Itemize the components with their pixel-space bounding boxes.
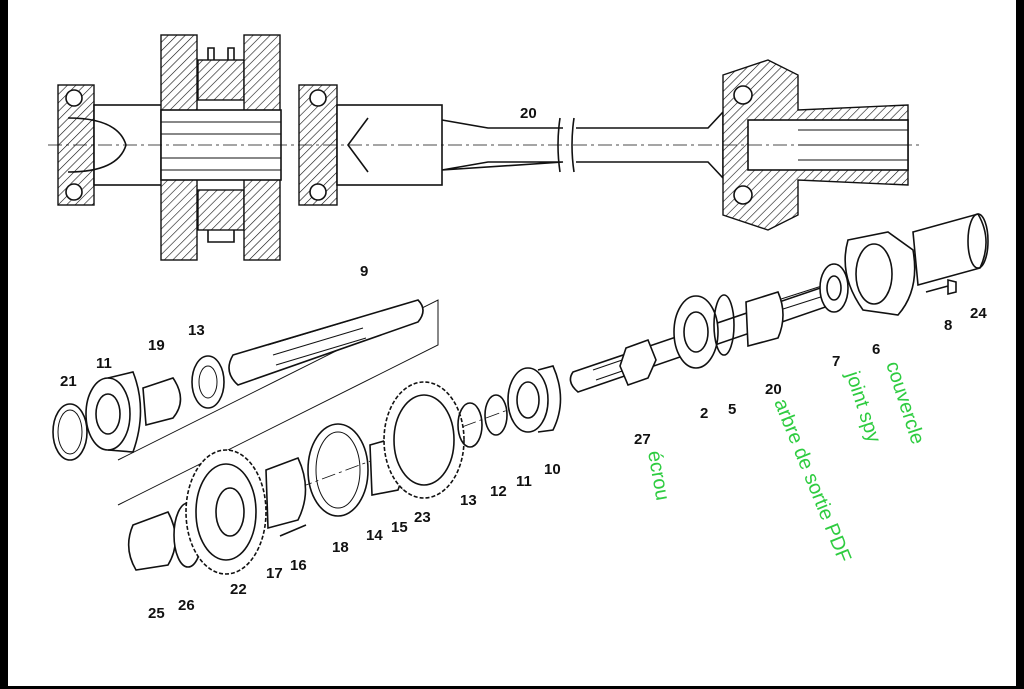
oil-seal-7 (819, 263, 849, 313)
exploded-shaft-diagram: 20 9 21 11 19 13 (48, 34, 989, 622)
cover-flange-6 (844, 231, 916, 316)
sleeve-19 (142, 377, 182, 427)
label-27: 27 (634, 431, 651, 448)
label-21: 21 (60, 373, 77, 390)
bolt-8 (925, 278, 957, 296)
label-19: 19 (148, 337, 165, 354)
label-22: 22 (230, 581, 247, 598)
washer-13-right (457, 402, 483, 448)
label-26: 26 (178, 597, 195, 614)
synchro-sleeve-16 (265, 456, 307, 530)
label-24: 24 (970, 305, 987, 322)
label-23: 23 (414, 509, 431, 526)
label-25: 25 (148, 605, 165, 622)
needle-cage-25 (127, 511, 177, 571)
splined-shaft-9 (228, 299, 424, 386)
input-shaft-group (52, 299, 439, 506)
ball-bearing-11-left (85, 377, 131, 451)
label-6: 6 (872, 341, 880, 358)
diagram-page: 20 9 21 11 19 13 (8, 0, 1016, 686)
label-2: 2 (700, 405, 708, 422)
bearing-race-10 (537, 365, 562, 433)
label-13-right: 13 (460, 492, 477, 509)
ring-18 (307, 423, 369, 517)
gear-22 (185, 449, 267, 575)
label-9: 9 (360, 263, 368, 280)
annotation-arbre-de-sortie: arbre de sortie PDF (769, 396, 855, 566)
bearing-2 (673, 295, 719, 369)
label-20-mid: 20 (765, 381, 782, 398)
circlip-12 (484, 394, 508, 436)
label-7: 7 (832, 353, 840, 370)
race-5 (713, 294, 735, 356)
nut-27 (619, 338, 657, 387)
gear-group (127, 365, 562, 575)
label-18: 18 (332, 539, 349, 556)
label-8: 8 (944, 317, 952, 334)
output-shaft-group (569, 213, 989, 393)
pin-17 (279, 524, 307, 537)
label-14: 14 (366, 527, 383, 544)
washer-13-left (191, 355, 225, 409)
annotation-joint-spy: joint spy (841, 368, 885, 446)
label-11-right: 11 (516, 473, 532, 490)
ball-bearing-11-right (507, 367, 549, 433)
annotation-couvercle: couvercle (881, 359, 928, 447)
label-13-left: 13 (188, 322, 205, 339)
snap-ring-21 (52, 403, 88, 461)
annotation-ecrou: écrou (643, 449, 673, 502)
label-15: 15 (391, 519, 408, 536)
sectional-view (48, 34, 923, 261)
label-17: 17 (266, 565, 283, 582)
label-16: 16 (290, 557, 307, 574)
label-12: 12 (490, 483, 507, 500)
label-11-left: 11 (96, 355, 112, 372)
label-5: 5 (728, 401, 736, 418)
guard-tube-24 (912, 213, 987, 287)
gear-23 (383, 381, 465, 499)
label-10: 10 (544, 461, 561, 478)
label-20-top: 20 (520, 105, 537, 122)
